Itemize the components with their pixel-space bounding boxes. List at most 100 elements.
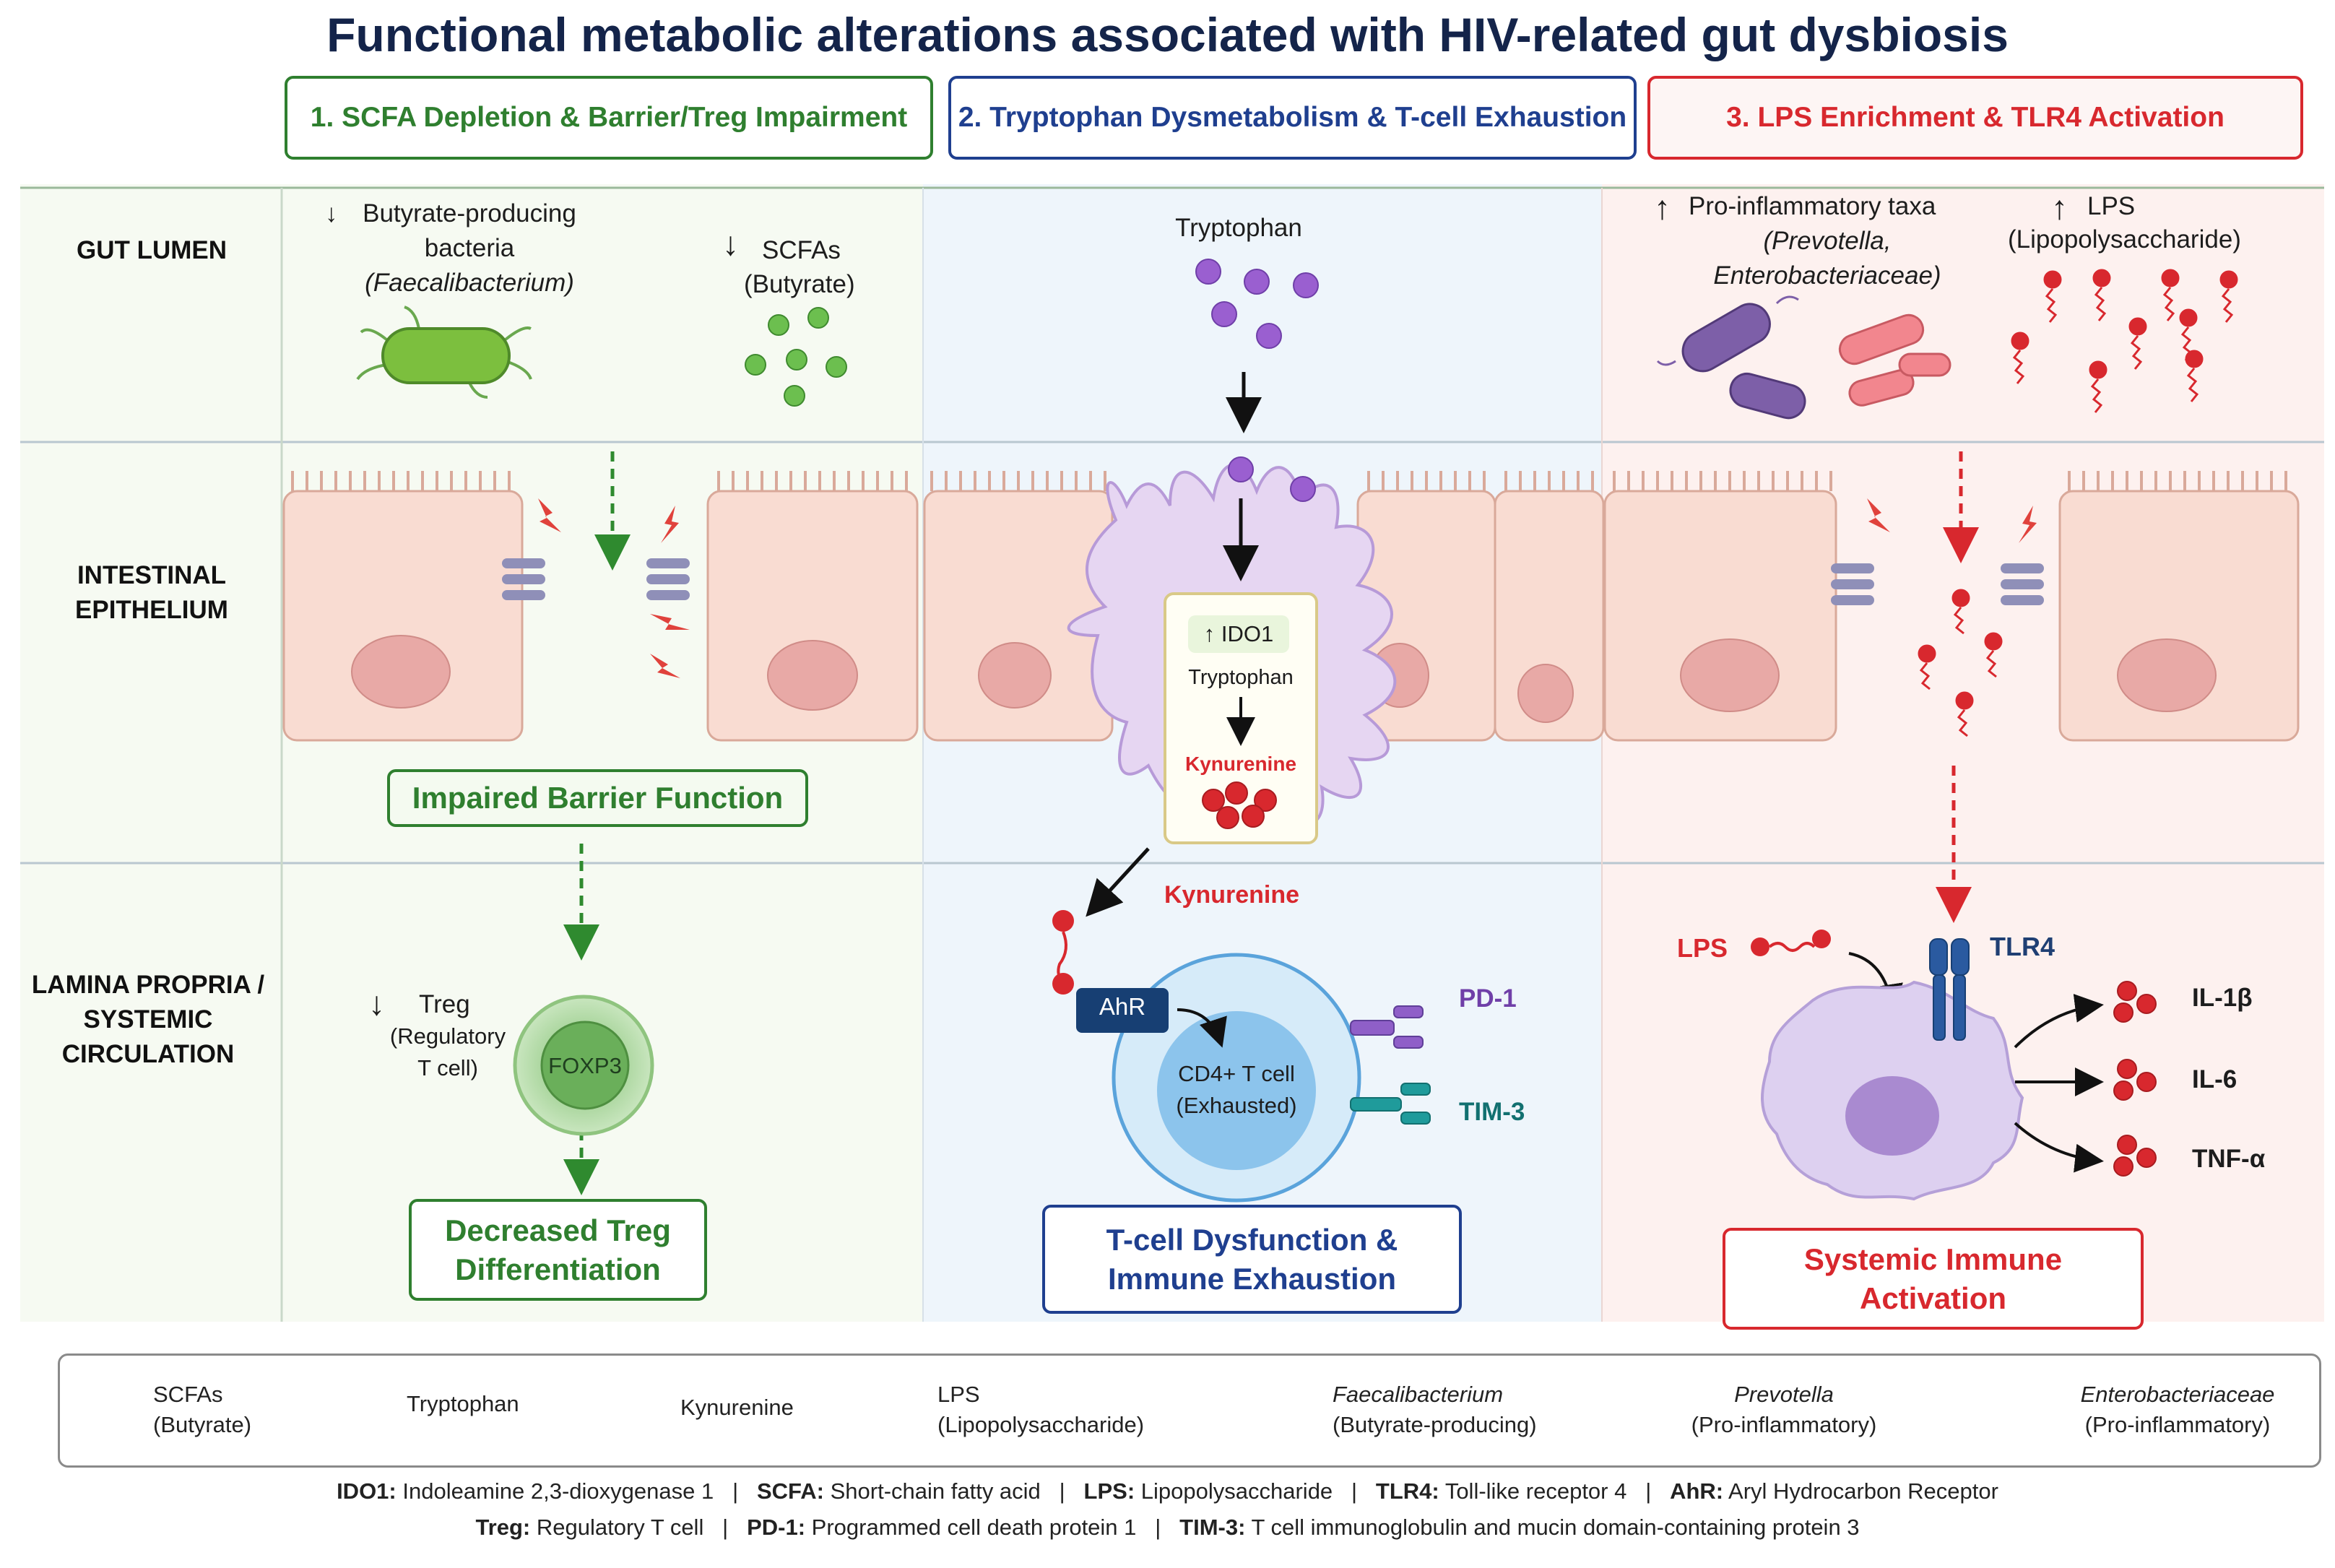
legend-prevotella: Prevotella (Pro-inflammatory) <box>1676 1379 1892 1440</box>
abbr-pd1-term: PD-1: <box>747 1515 806 1540</box>
abbr-ido1-term: IDO1: <box>337 1478 397 1504</box>
damage-bolt-icons <box>538 498 2037 678</box>
row-label-gut-lumen: GUT LUMEN <box>76 236 228 264</box>
taxa-label: Pro-inflammatory taxa <box>1689 192 1936 220</box>
figure-title: Functional metabolic alterations associa… <box>326 8 2009 61</box>
lps-molecule-circulation <box>1751 930 1831 956</box>
lps-label: LPS <box>2087 192 2136 220</box>
panel3-header: 3. LPS Enrichment & TLR4 Activation <box>1647 76 2303 160</box>
down-arrow-bacteria: ↓ <box>325 199 338 228</box>
tight-junction-panel3 <box>1831 563 2044 605</box>
decreased-treg-box: Decreased Treg Differentiation <box>409 1199 707 1301</box>
tryptophan-label: Tryptophan <box>1175 214 1302 242</box>
abbr-lps-def: Lipopolysaccharide <box>1140 1478 1333 1504</box>
tryptophan-inner-label: Tryptophan <box>1188 666 1294 689</box>
treg-sub-label: (Regulatory T cell) <box>376 1021 520 1084</box>
ido1-label: ↑ IDO1 <box>1203 621 1274 646</box>
row-label-epithelium-line1: INTESTINAL <box>77 561 227 589</box>
systemic-activation-box: Systemic Immune Activation <box>1723 1228 2144 1330</box>
tcell-label: CD4+ T cell (Exhausted) <box>1157 1058 1316 1122</box>
bacteria-label: Butyrate-producing bacteria (Faecalibact… <box>343 196 596 300</box>
lps-sub-label: (Lipopolysaccharide) <box>2008 225 2241 254</box>
cell-nuclei <box>351 635 2217 723</box>
tryptophan-dots-top <box>1195 259 1319 349</box>
kynurenine-inner-label: Kynurenine <box>1184 753 1297 775</box>
faecalibacterium-bacterium-icon <box>356 306 532 399</box>
treg-sub-line2: T cell) <box>417 1055 478 1080</box>
kynurenine-dots-inner <box>1202 781 1277 829</box>
panel1-header: 1. SCFA Depletion & Barrier/Treg Impairm… <box>285 76 933 160</box>
tlr4-receptor-icon <box>1929 938 1970 1041</box>
pd1-label: PD-1 <box>1459 984 1517 1013</box>
scfa-label: SCFAs <box>762 236 841 264</box>
legend-scfa-name: SCFAs <box>153 1382 223 1407</box>
arrow-to-il1b <box>2014 994 2104 1049</box>
legend-prevotella-name: Prevotella <box>1734 1382 1834 1407</box>
abbr-treg-def: Regulatory T cell <box>536 1515 704 1540</box>
bacteria-name: (Faecalibacterium) <box>365 269 574 297</box>
ahr-label: AhR <box>1099 993 1146 1020</box>
tcell-label-line1: CD4+ T cell <box>1178 1061 1295 1086</box>
treg-sub-line1: (Regulatory <box>389 1023 506 1049</box>
up-arrow-taxa: ↑ <box>1654 189 1671 226</box>
tim3-receptor-icon <box>1350 1083 1431 1125</box>
legend-faecalibacterium-sub: (Butyrate-producing) <box>1333 1412 1537 1437</box>
taxa-names: (Prevotella, Enterobacteriaceae) <box>1683 224 1972 293</box>
foxp3-label: FOXP3 <box>548 1053 622 1078</box>
bacteria-label-line1: Butyrate-producing <box>363 199 576 228</box>
legend-enterobacteriaceae-sub: (Pro-inflammatory) <box>2084 1412 2271 1437</box>
row-label-epithelium-line2: EPITHELIUM <box>75 596 228 624</box>
macrophage-nucleus <box>1845 1076 1939 1156</box>
abbr-ido1-def: Indoleamine 2,3-dioxygenase 1 <box>402 1478 714 1504</box>
row-label-lamina-line2: SYSTEMIC CIRCULATION <box>61 1005 235 1068</box>
systemic-activation-line2: Activation <box>1859 1281 2007 1315</box>
abbr-tlr4-term: TLR4: <box>1375 1478 1439 1504</box>
scfa-sub-label: (Butyrate) <box>744 270 855 298</box>
tlr4-label: TLR4 <box>1990 932 2055 961</box>
row-label-lamina: LAMINA PROPRIA / SYSTEMIC CIRCULATION <box>14 968 282 1072</box>
abbr-tim3-def: T cell immunoglobulin and mucin domain-c… <box>1251 1515 1860 1540</box>
taxa-name-line2: Enterobacteriaceae) <box>1713 261 1941 290</box>
cytokine-il1b: IL-1β <box>2192 984 2253 1012</box>
kynurenine-label: Kynurenine <box>1164 881 1300 909</box>
abbr-pd1-def: Programmed cell death protein 1 <box>811 1515 1137 1540</box>
cd4-t-cell-icon <box>1112 953 1361 1203</box>
abbr-scfa-def: Short-chain fatty acid <box>830 1478 1041 1504</box>
down-arrow-treg: ↓ <box>368 984 385 1022</box>
abbr-ahr-term: AhR: <box>1670 1478 1724 1504</box>
abbr-tlr4-def: Toll-like receptor 4 <box>1444 1478 1627 1504</box>
abbr-treg-term: Treg: <box>475 1515 531 1540</box>
legend-enterobacteriaceae-name: Enterobacteriaceae <box>2080 1382 2275 1407</box>
prevotella-bacteria-icon <box>1656 295 1806 420</box>
cytokine-il6: IL-6 <box>2192 1065 2237 1093</box>
legend-prevotella-sub: (Pro-inflammatory) <box>1691 1412 1877 1437</box>
legend-scfa: SCFAs (Butyrate) <box>153 1379 251 1440</box>
abbr-scfa-term: SCFA: <box>756 1478 824 1504</box>
cytokine-dots <box>2113 981 2157 1177</box>
abbreviations-line1: IDO1: Indoleamine 2,3-dioxygenase 1 | SC… <box>337 1478 1998 1504</box>
tight-junction-left-panel1 <box>502 558 690 600</box>
bacteria-label-line2: bacteria <box>424 234 515 262</box>
ahr-receptor-box <box>1076 988 1169 1033</box>
legend-scfa-sub: (Butyrate) <box>153 1412 252 1437</box>
decreased-treg-line2: Differentiation <box>455 1252 661 1286</box>
kynurenine-molecule <box>1052 910 1074 995</box>
arrow-kynurenine-out <box>1086 847 1150 917</box>
epithelial-cells <box>282 490 2300 742</box>
lps-circulation-label: LPS <box>1677 933 1728 963</box>
abbr-tim3-term: TIM-3: <box>1179 1515 1246 1540</box>
legend-tryptophan: Tryptophan <box>407 1391 519 1416</box>
tcell-dysfunction-box: T-cell Dysfunction & Immune Exhaustion <box>1042 1205 1462 1314</box>
impaired-barrier-box: Impaired Barrier Function <box>387 769 808 827</box>
legend-kynurenine: Kynurenine <box>680 1395 794 1420</box>
abbr-ahr-def: Aryl Hydrocarbon Receptor <box>1728 1478 1998 1504</box>
arrow-to-tnfa <box>2014 1122 2104 1173</box>
up-arrow-lps: ↑ <box>2051 189 2068 226</box>
pd1-receptor-icon <box>1350 1005 1424 1049</box>
tryptophan-dots-epithelium <box>1228 456 1316 502</box>
decreased-treg-line1: Decreased Treg <box>445 1213 671 1247</box>
taxa-name-line1: (Prevotella, <box>1763 227 1892 255</box>
legend-lps: LPS (Lipopolysaccharide) <box>937 1379 1144 1440</box>
panel2-header: 2. Tryptophan Dysmetabolism & T-cell Exh… <box>948 76 1637 160</box>
